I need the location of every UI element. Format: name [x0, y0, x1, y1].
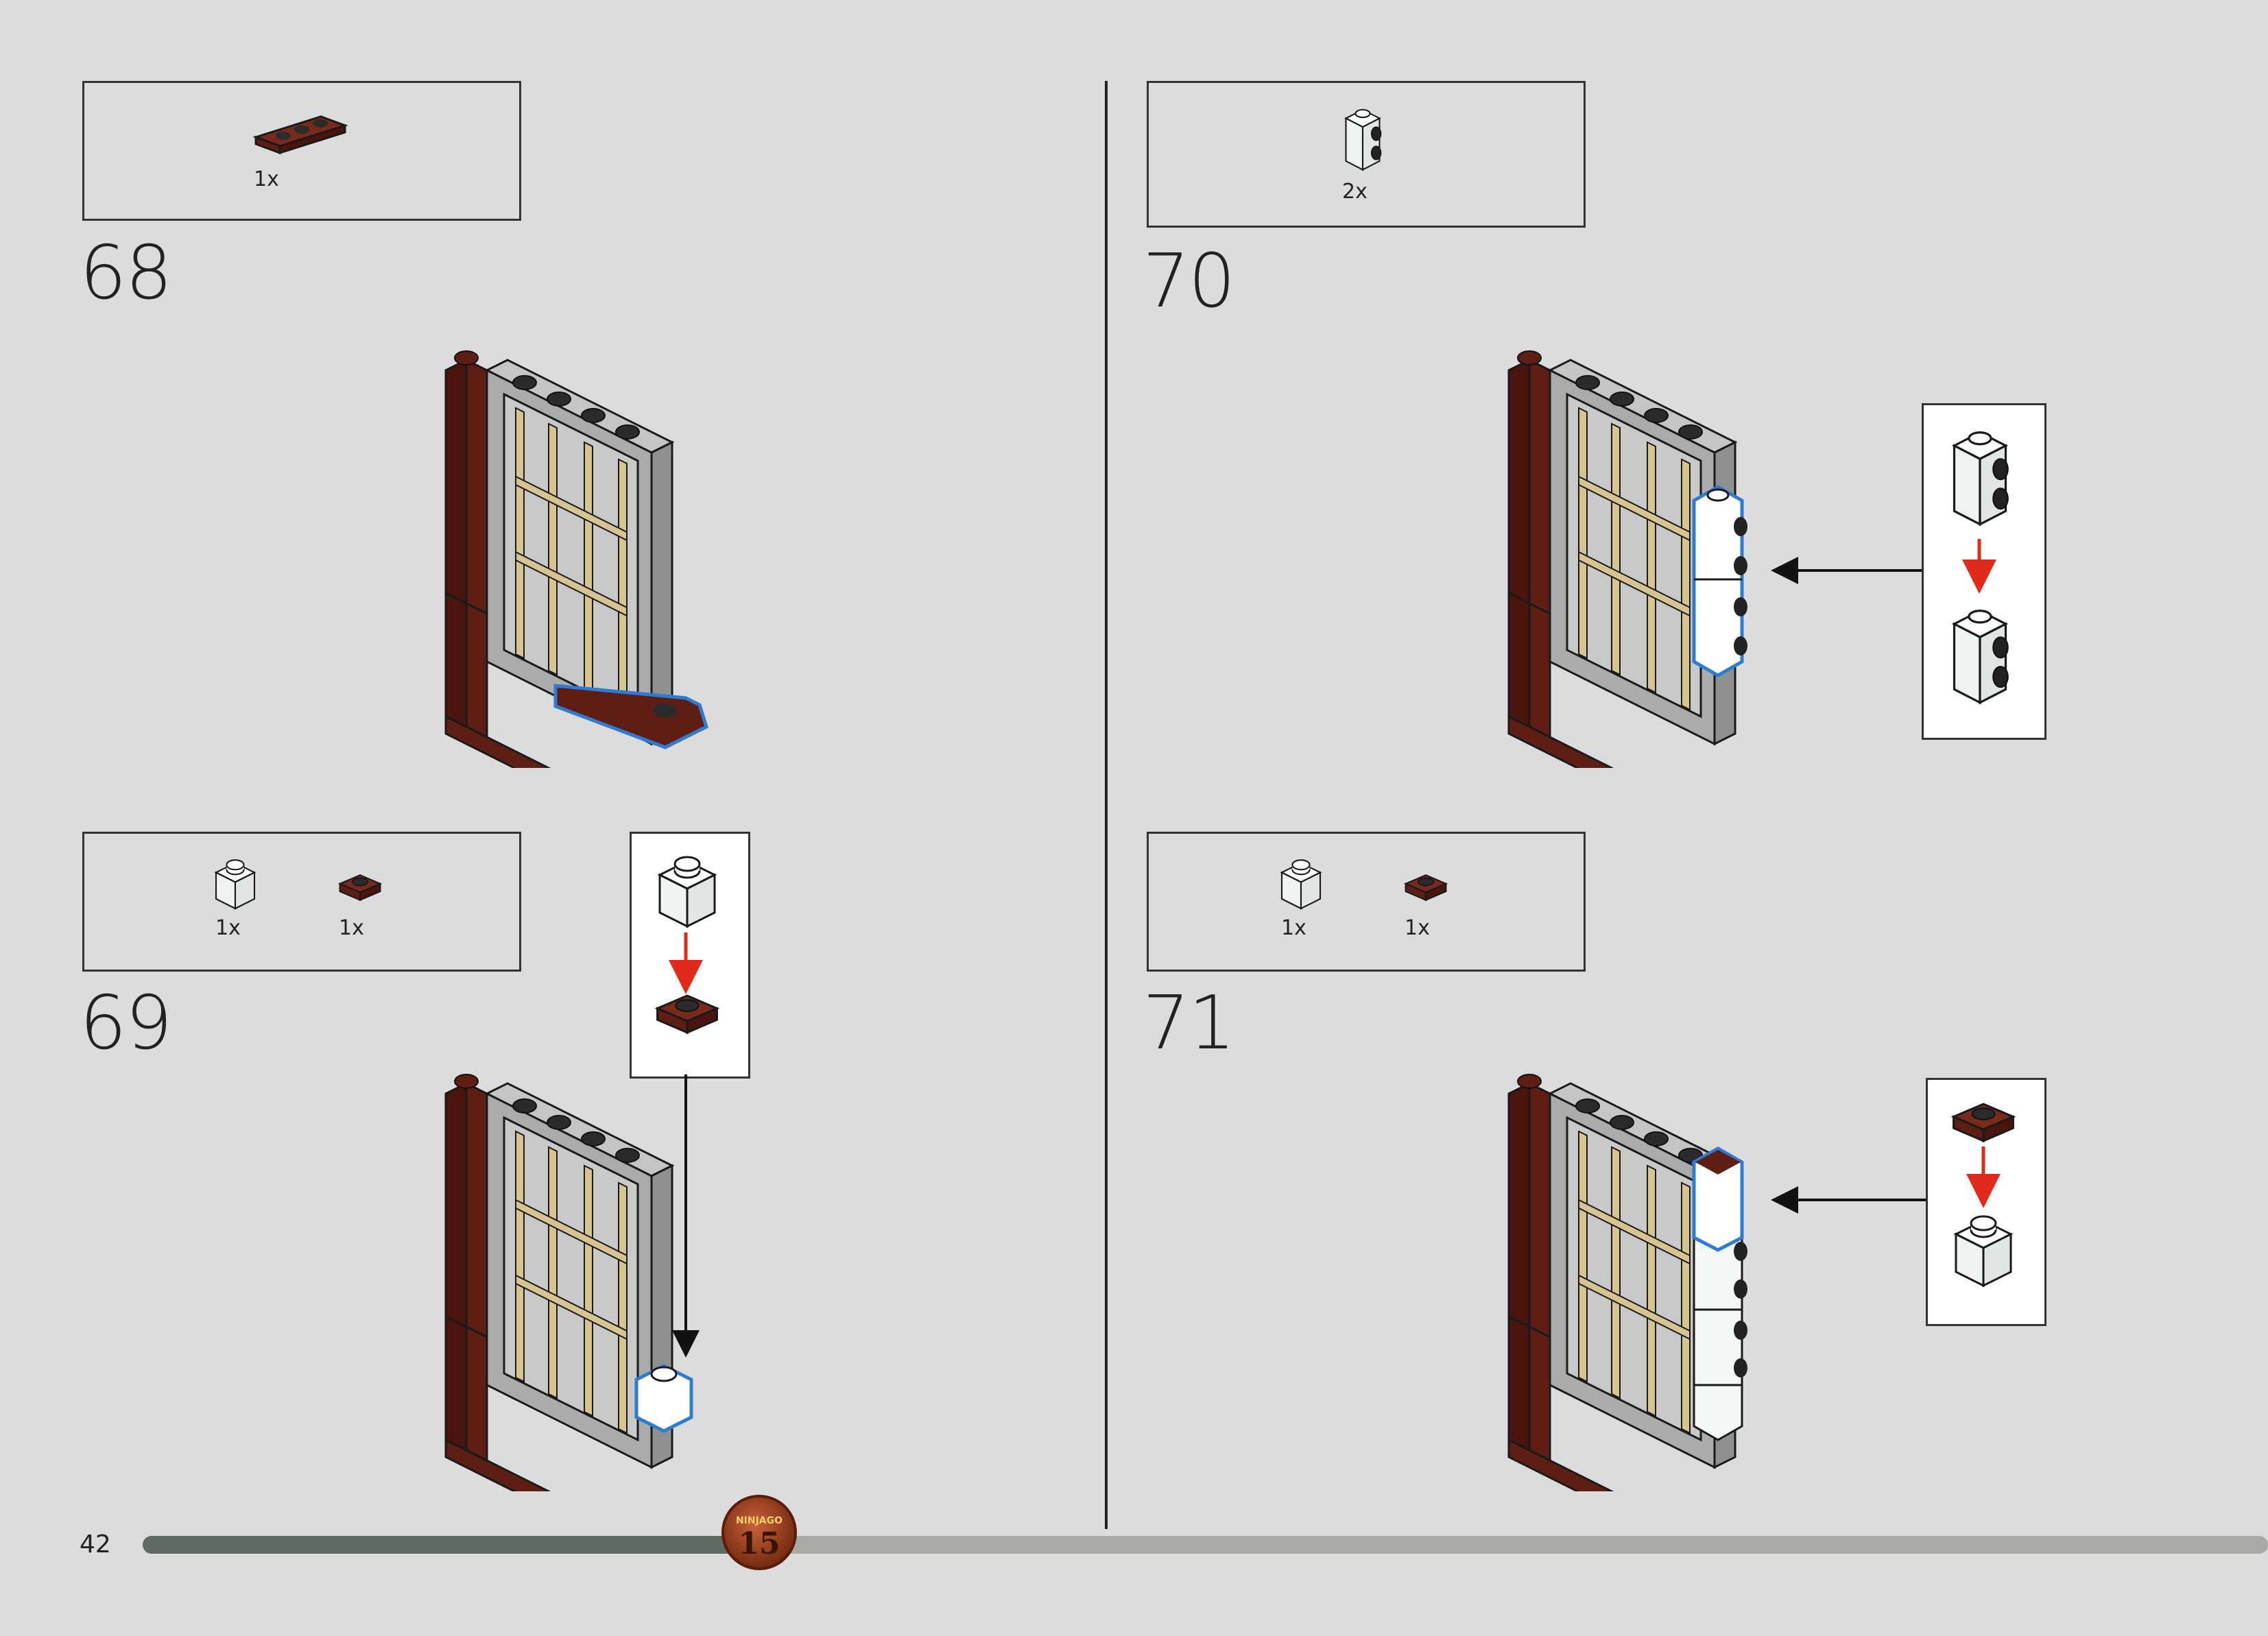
white-brick-icon — [653, 854, 721, 930]
step-number: 69 — [80, 981, 171, 1066]
placed-plate-highlight — [549, 679, 713, 761]
page-divider — [1105, 81, 1108, 1529]
placed-brick-highlight — [630, 1359, 698, 1434]
progress-fill — [143, 1536, 780, 1554]
placement-arrow — [1769, 562, 1927, 583]
red-arrow — [1972, 539, 1986, 594]
stacked-bricks — [1687, 1220, 1769, 1447]
brown-plate-icon — [336, 872, 384, 903]
ninjago-15-logo: NINJAGO 15 — [721, 1495, 797, 1570]
step-number: 71 — [1143, 981, 1234, 1066]
side-stud-brick-icon — [1942, 603, 2018, 706]
red-arrow — [679, 933, 693, 994]
page-number: 42 — [80, 1530, 111, 1559]
side-stud-brick-icon — [1339, 104, 1387, 173]
logo-text: NINJAGO — [724, 1515, 794, 1526]
parts-list-step-71 — [1147, 832, 1586, 972]
side-stud-brick-icon — [1942, 425, 2018, 528]
part-qty: 1x — [339, 916, 364, 940]
step-number: 70 — [1143, 239, 1234, 324]
white-brick-icon — [211, 857, 259, 912]
logo-number: 15 — [724, 1526, 794, 1561]
part-qty: 1x — [254, 167, 279, 191]
part-qty: 1x — [1281, 916, 1306, 940]
progress-bar — [143, 1536, 2268, 1554]
placement-arrow — [679, 1074, 693, 1362]
brown-plate-icon — [1948, 1101, 2019, 1144]
part-qty: 1x — [215, 916, 241, 940]
step-number: 68 — [80, 230, 171, 316]
plate-1x3-icon — [252, 110, 348, 158]
red-arrow — [1977, 1146, 1990, 1208]
placed-side-bricks-highlight — [1687, 480, 1769, 686]
white-brick-icon — [1949, 1214, 2018, 1289]
white-brick-icon — [1277, 857, 1325, 912]
brown-plate-icon — [652, 993, 723, 1035]
part-qty: 1x — [1405, 916, 1430, 940]
brown-plate-icon — [1402, 872, 1450, 903]
part-qty: 2x — [1342, 180, 1368, 204]
placed-brick-highlight — [1687, 1142, 1769, 1251]
parts-list-step-69 — [82, 832, 521, 972]
placement-arrow — [1769, 1192, 1934, 1212]
